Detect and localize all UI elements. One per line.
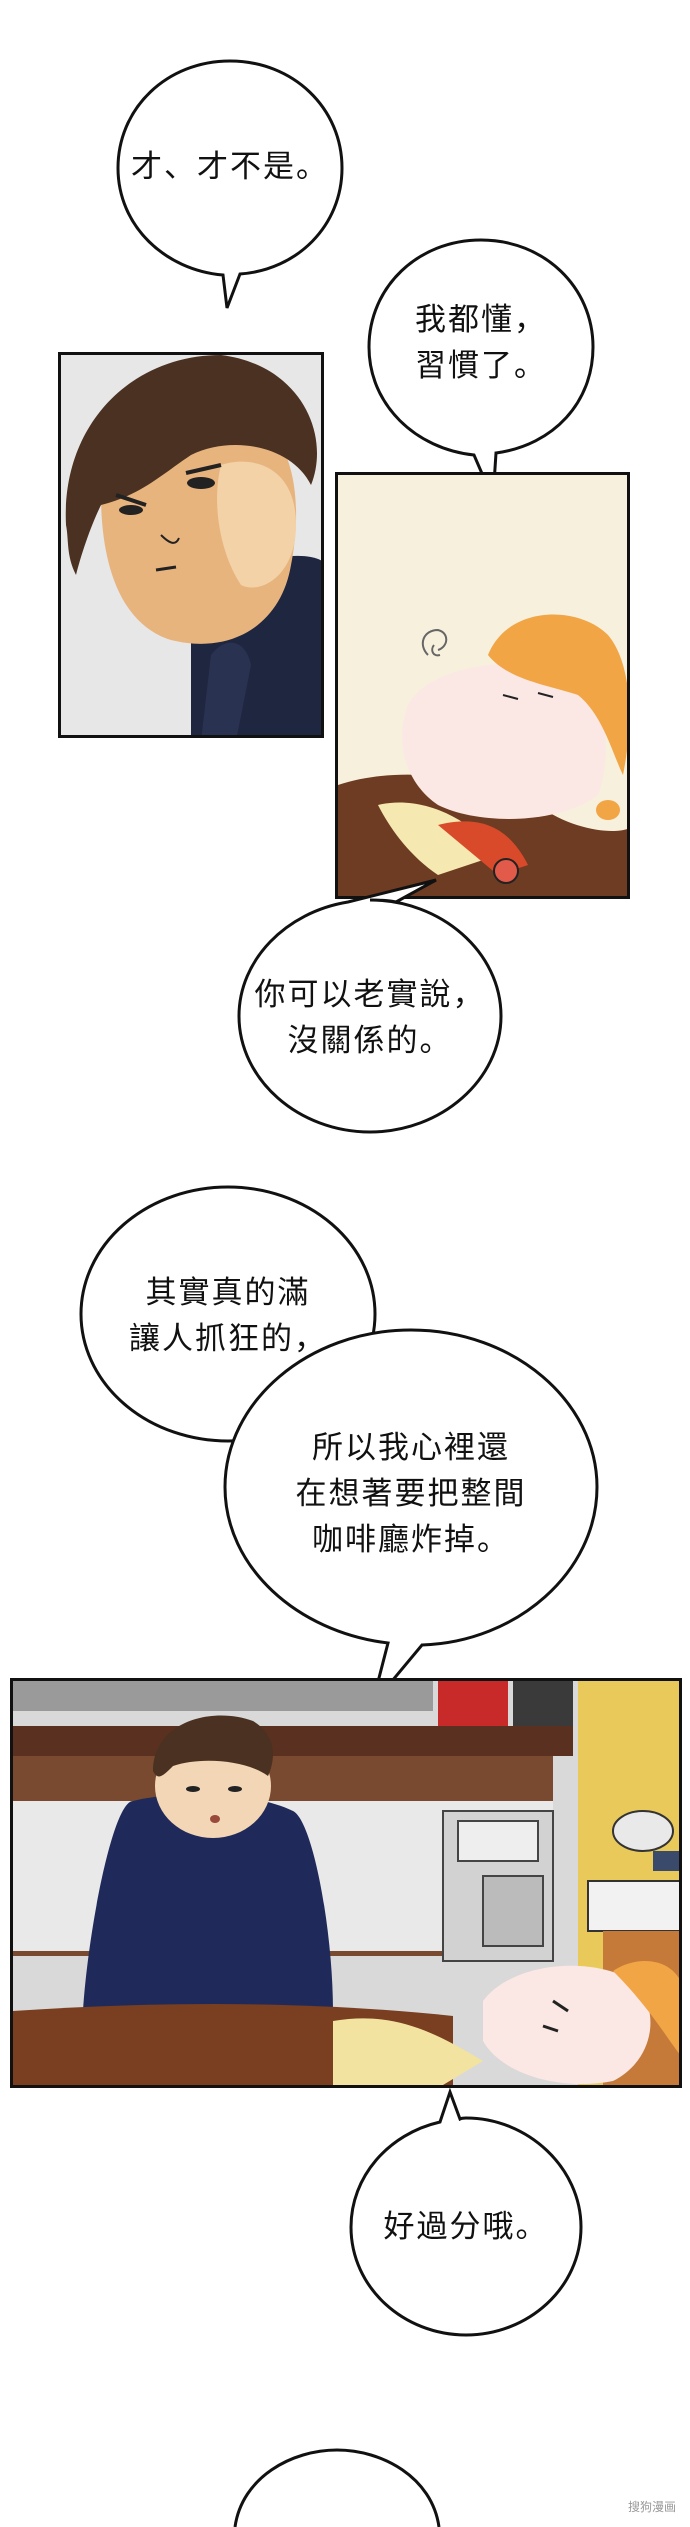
speech-bubble-3: 你可以老實說， 沒關係的。 xyxy=(236,878,504,1138)
bubble-text-line: 我都懂， xyxy=(415,302,547,338)
speech-bubble-shape xyxy=(349,2087,583,2337)
panel-illustration xyxy=(338,475,627,896)
comic-panel-3 xyxy=(10,1678,682,2088)
bubble-text-line: 所以我心裡還 xyxy=(312,1430,510,1466)
speech-bubble-shape xyxy=(116,59,344,309)
speech-bubble-5: 所以我心裡還 在想著要把整間 咖啡廳炸掉。 xyxy=(222,1327,600,1707)
speech-bubble-shape xyxy=(237,878,503,1134)
speech-bubble-1: 才、才不是。 xyxy=(115,58,345,318)
speech-bubble-6: 好過分哦。 xyxy=(348,2087,584,2338)
comic-panel-1 xyxy=(58,352,324,738)
bubble-text-line: 好過分哦。 xyxy=(383,2209,549,2245)
panel-illustration xyxy=(13,1681,679,2085)
speech-bubble-shape xyxy=(233,2448,441,2527)
bubble-text-line: 你可以老實說， xyxy=(254,977,486,1013)
bubble-text-line: 習慣了。 xyxy=(415,348,547,384)
watermark: 搜狗漫画 xyxy=(627,2500,676,2514)
comic-panel-2 xyxy=(335,472,630,899)
bubble-text-line: 在想著要把整間 xyxy=(295,1476,527,1512)
bubble-text-line: 其實真的滿 xyxy=(145,1275,311,1311)
bubble-text-line: 咖啡廳炸掉。 xyxy=(312,1522,510,1558)
speech-bubble-7-partial xyxy=(232,2447,442,2527)
speech-bubble-2: 我都懂， 習慣了。 xyxy=(366,237,596,507)
panel-illustration xyxy=(61,355,321,735)
bubble-text-line: 才、才不是。 xyxy=(131,149,329,185)
bubble-text-line: 沒關係的。 xyxy=(287,1023,453,1059)
bubble-text-line: 讓人抓狂的， xyxy=(129,1321,327,1357)
